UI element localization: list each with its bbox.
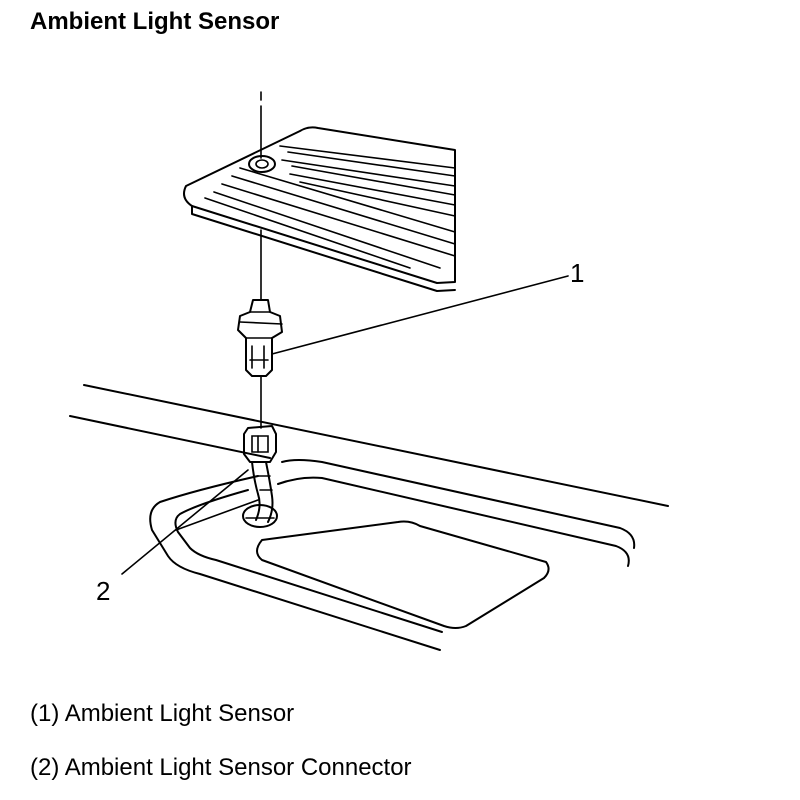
legend-item-1: (1) Ambient Light Sensor [30,700,294,728]
leader-lines [121,275,569,575]
instrument-panel [69,384,669,651]
legend-number: (2) [30,754,60,781]
ambient-light-sensor [237,299,283,377]
callout-2: 2 [96,576,110,606]
callout-1: 1 [570,258,584,288]
legend-item-2: (2) Ambient Light Sensor Connector [30,754,412,782]
legend-text: Ambient Light Sensor Connector [64,754,412,781]
defroster-grille [183,126,456,292]
legend-number: (1) [30,700,60,727]
legend-text: Ambient Light Sensor [64,700,295,727]
page-title: Ambient Light Sensor [30,8,280,35]
ambient-light-sensor-connector [243,425,277,523]
